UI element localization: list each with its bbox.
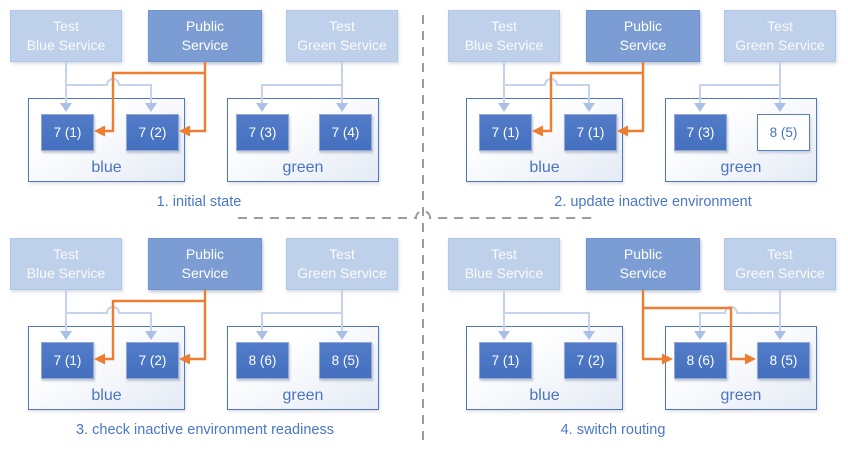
pod: 7 (1) xyxy=(479,114,532,151)
environment-name: green xyxy=(720,159,762,176)
pod: 7 (1) xyxy=(564,114,617,151)
environment-name: blue xyxy=(91,159,122,176)
environment-name: green xyxy=(720,387,762,404)
pod: 7 (1) xyxy=(41,342,94,379)
pod: 7 (1) xyxy=(479,342,532,379)
service-label-line: Service xyxy=(619,265,667,281)
environment-box-green: 8 (6) 8 (5) green xyxy=(227,326,379,410)
quadrant-step-2: Test Blue Service Public Service Test Gr… xyxy=(438,0,848,228)
service-label-line: Green Service xyxy=(297,37,387,53)
service-label-line: Test xyxy=(329,246,355,262)
pod: 7 (2) xyxy=(126,342,179,379)
step-caption: 3. check inactive environment readiness xyxy=(76,422,334,438)
environment-name: green xyxy=(282,387,324,404)
pod: 8 (5) xyxy=(757,114,810,151)
service-label-line: Test xyxy=(53,246,79,262)
public-service-box: Public Service xyxy=(148,10,262,62)
quadrant-step-1: Test Blue Service Public Service Test Gr… xyxy=(0,0,410,228)
test-blue-service-box: Test Blue Service xyxy=(10,238,122,290)
environment-box-green: 7 (3) 8 (5) green xyxy=(665,98,817,182)
environment-box-green: 7 (3) 7 (4) green xyxy=(227,98,379,182)
test-blue-service-box: Test Blue Service xyxy=(448,238,560,290)
environment-box-blue: 7 (1) 7 (2) blue xyxy=(466,326,623,410)
pod: 7 (4) xyxy=(319,114,372,151)
environment-name: green xyxy=(282,159,324,176)
test-blue-service-box: Test Blue Service xyxy=(448,10,560,62)
public-service-box: Public Service xyxy=(586,238,700,290)
pod: 7 (2) xyxy=(564,342,617,379)
pod: 8 (6) xyxy=(674,342,727,379)
service-label-line: Service xyxy=(181,265,229,281)
test-blue-service-box: Test Blue Service xyxy=(10,10,122,62)
environment-box-green: 8 (6) 8 (5) green xyxy=(665,326,817,410)
public-service-box: Public Service xyxy=(148,238,262,290)
pod: 7 (3) xyxy=(674,114,727,151)
service-label-line: Public xyxy=(623,246,663,262)
environment-box-blue: 7 (1) 7 (2) blue xyxy=(28,98,185,182)
environment-name: blue xyxy=(529,387,560,404)
pod: 7 (3) xyxy=(236,114,289,151)
pod: 7 (2) xyxy=(126,114,179,151)
step-caption: 1. initial state xyxy=(156,194,242,210)
test-green-service-box: Test Green Service xyxy=(724,10,836,62)
service-label-line: Public xyxy=(185,18,225,34)
service-label-line: Blue Service xyxy=(464,265,544,281)
service-label-line: Service xyxy=(181,37,229,53)
service-label-line: Green Service xyxy=(735,265,825,281)
test-green-service-box: Test Green Service xyxy=(286,238,398,290)
environment-box-blue: 7 (1) 7 (2) blue xyxy=(28,326,185,410)
service-label-line: Blue Service xyxy=(26,37,106,53)
service-label-line: Green Service xyxy=(735,37,825,53)
pod: 8 (5) xyxy=(319,342,372,379)
service-label-line: Test xyxy=(491,18,517,34)
environment-name: blue xyxy=(529,159,560,176)
service-label-line: Green Service xyxy=(297,265,387,281)
service-label-line: Public xyxy=(623,18,663,34)
pod: 7 (1) xyxy=(41,114,94,151)
pod: 8 (5) xyxy=(757,342,810,379)
quadrant-step-4: Test Blue Service Public Service Test Gr… xyxy=(438,228,848,456)
service-label-line: Test xyxy=(767,246,793,262)
pod: 8 (6) xyxy=(236,342,289,379)
step-caption: 4. switch routing xyxy=(560,422,666,438)
environment-box-blue: 7 (1) 7 (1) blue xyxy=(466,98,623,182)
service-label-line: Test xyxy=(767,18,793,34)
service-label-line: Test xyxy=(329,18,355,34)
quadrant-step-3: Test Blue Service Public Service Test Gr… xyxy=(0,228,410,456)
service-label-line: Blue Service xyxy=(464,37,544,53)
test-green-service-box: Test Green Service xyxy=(286,10,398,62)
environment-name: blue xyxy=(91,387,122,404)
service-label-line: Blue Service xyxy=(26,265,106,281)
service-label-line: Public xyxy=(185,246,225,262)
test-green-service-box: Test Green Service xyxy=(724,238,836,290)
step-caption: 2. update inactive environment xyxy=(554,194,752,210)
service-label-line: Service xyxy=(619,37,667,53)
service-label-line: Test xyxy=(491,246,517,262)
public-service-box: Public Service xyxy=(586,10,700,62)
service-label-line: Test xyxy=(53,18,79,34)
